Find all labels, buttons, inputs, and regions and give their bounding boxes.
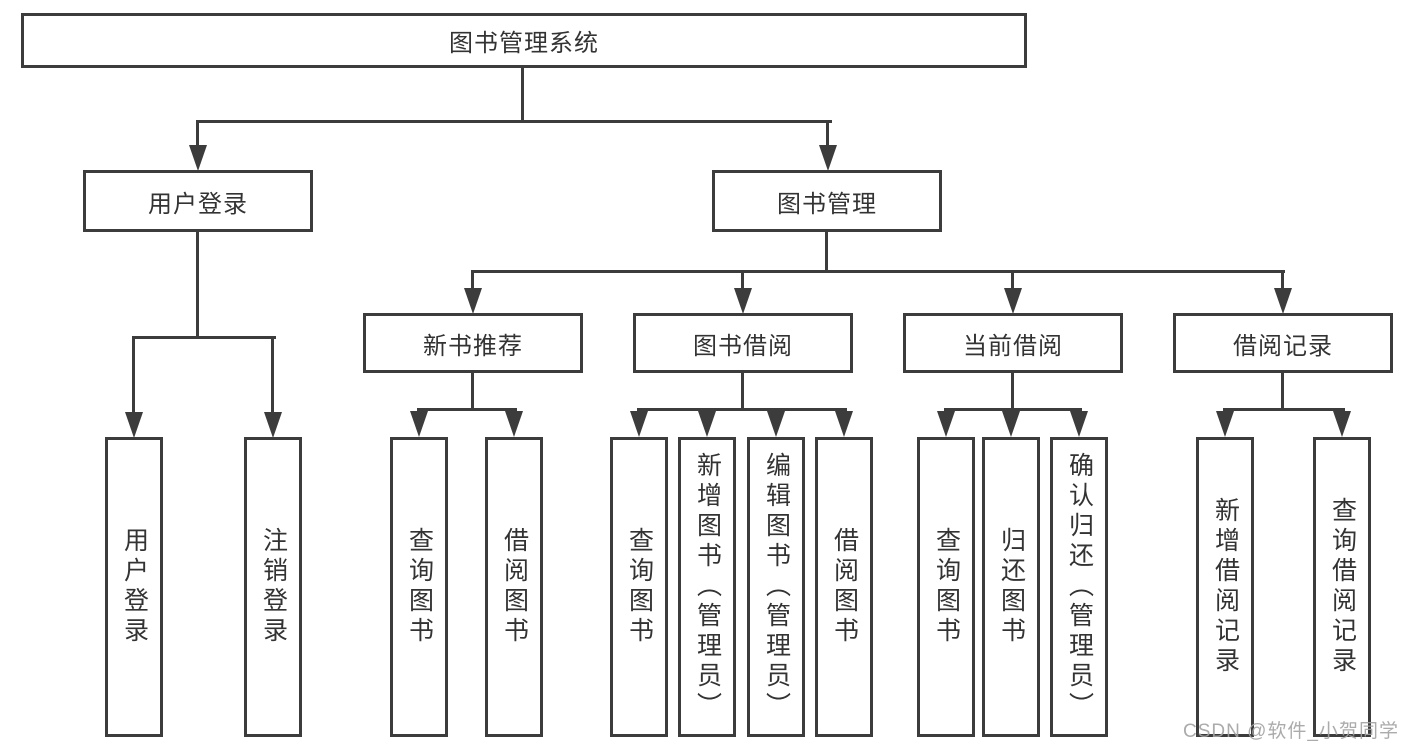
node-borrow-books-2-label: 借阅图书 [830, 527, 859, 647]
node-add-borrow-record: 新增借阅记录 [1196, 437, 1254, 737]
connector-line [741, 270, 744, 292]
connector-line [1011, 270, 1014, 292]
arrow-down-icon [835, 411, 853, 437]
node-confirm-return-admin-label: 确认归还（管理员） [1065, 452, 1094, 722]
node-book-borrow: 图书借阅 [633, 313, 853, 373]
node-user-login: 用户登录 [83, 170, 313, 232]
connector-line [1223, 408, 1345, 411]
node-query-books-2: 查询图书 [610, 437, 668, 737]
node-edit-book-admin-label: 编辑图书（管理员） [762, 452, 791, 722]
arrow-down-icon [1216, 411, 1234, 437]
node-current-borrow-label: 当前借阅 [963, 332, 1063, 360]
connector-line [1281, 270, 1284, 292]
arrow-down-icon [189, 145, 207, 171]
node-borrow-records: 借阅记录 [1173, 313, 1393, 373]
connector-line [196, 230, 199, 338]
arrow-down-icon [1002, 411, 1020, 437]
arrow-down-icon [125, 412, 143, 438]
connector-line [826, 120, 829, 150]
arrow-down-icon [937, 411, 955, 437]
connector-line [271, 336, 274, 414]
arrow-down-icon [819, 145, 837, 171]
connector-line [471, 270, 474, 292]
node-confirm-return-admin: 确认归还（管理员） [1050, 437, 1108, 737]
node-query-books-1: 查询图书 [390, 437, 448, 737]
node-query-borrow-record: 查询借阅记录 [1313, 437, 1371, 737]
node-edit-book-admin: 编辑图书（管理员） [747, 437, 805, 737]
node-logout-label: 注销登录 [259, 527, 288, 647]
node-borrow-books-1-label: 借阅图书 [500, 527, 529, 647]
connector-line [637, 408, 847, 411]
connector-line [825, 230, 828, 272]
arrow-down-icon [630, 411, 648, 437]
node-return-book: 归还图书 [982, 437, 1040, 737]
node-add-book-admin-label: 新增图书（管理员） [693, 452, 722, 722]
connector-line [521, 66, 524, 122]
connector-line [196, 120, 199, 150]
node-current-borrow: 当前借阅 [903, 313, 1123, 373]
connector-line [132, 336, 135, 414]
node-book-management-label: 图书管理 [777, 190, 877, 218]
arrow-down-icon [1274, 288, 1292, 314]
node-query-books-2-label: 查询图书 [625, 527, 654, 647]
connector-line [944, 408, 1082, 411]
node-add-book-admin: 新增图书（管理员） [678, 437, 736, 737]
node-user-login-leaf-label: 用户登录 [120, 527, 149, 647]
node-add-borrow-record-label: 新增借阅记录 [1211, 497, 1240, 677]
node-new-book-recommend: 新书推荐 [363, 313, 583, 373]
connector-line [471, 270, 1285, 273]
connector-line [471, 370, 474, 410]
watermark: CSDN @软件_小贺同学 [1183, 721, 1399, 742]
node-return-book-label: 归还图书 [997, 527, 1026, 647]
arrow-down-icon [767, 411, 785, 437]
node-query-books-3: 查询图书 [917, 437, 975, 737]
node-root: 图书管理系统 [21, 13, 1027, 68]
node-query-books-3-label: 查询图书 [932, 527, 961, 647]
node-new-book-recommend-label: 新书推荐 [423, 332, 523, 360]
arrow-down-icon [410, 411, 428, 437]
node-book-borrow-label: 图书借阅 [693, 332, 793, 360]
node-query-borrow-record-label: 查询借阅记录 [1328, 497, 1357, 677]
node-logout: 注销登录 [244, 437, 302, 737]
node-query-books-1-label: 查询图书 [405, 527, 434, 647]
connector-line [1011, 370, 1014, 410]
node-borrow-books-1: 借阅图书 [485, 437, 543, 737]
arrow-down-icon [698, 411, 716, 437]
arrow-down-icon [1004, 288, 1022, 314]
connector-line [196, 120, 832, 123]
arrow-down-icon [505, 411, 523, 437]
connector-line [741, 370, 744, 410]
arrow-down-icon [264, 412, 282, 438]
arrow-down-icon [734, 288, 752, 314]
connector-line [1281, 370, 1284, 410]
arrow-down-icon [1333, 411, 1351, 437]
arrow-down-icon [1070, 411, 1088, 437]
node-user-login-label: 用户登录 [148, 190, 248, 218]
connector-line [132, 336, 276, 339]
node-book-management: 图书管理 [712, 170, 942, 232]
arrow-down-icon [464, 288, 482, 314]
node-borrow-records-label: 借阅记录 [1233, 332, 1333, 360]
node-root-label: 图书管理系统 [449, 30, 599, 57]
node-user-login-leaf: 用户登录 [105, 437, 163, 737]
node-borrow-books-2: 借阅图书 [815, 437, 873, 737]
connector-line [417, 408, 517, 411]
